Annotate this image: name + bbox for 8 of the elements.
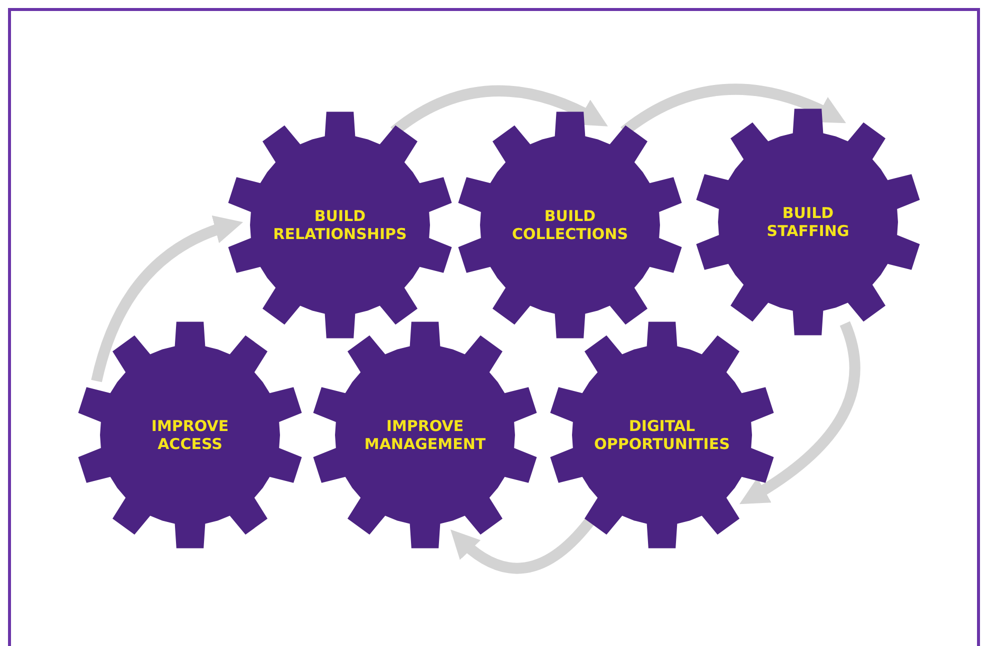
- curved-arrow: [91, 216, 243, 382]
- gear-label: DIGITAL OPPORTUNITIES: [594, 417, 730, 453]
- curved-arrow: [740, 322, 860, 504]
- gear-label: IMPROVE MANAGEMENT: [364, 417, 486, 453]
- gear-label: BUILD STAFFING: [766, 204, 850, 240]
- gear-label: BUILD COLLECTIONS: [512, 207, 628, 243]
- gear-label: BUILD RELATIONSHIPS: [273, 207, 407, 243]
- gear-label: IMPROVE ACCESS: [151, 417, 229, 453]
